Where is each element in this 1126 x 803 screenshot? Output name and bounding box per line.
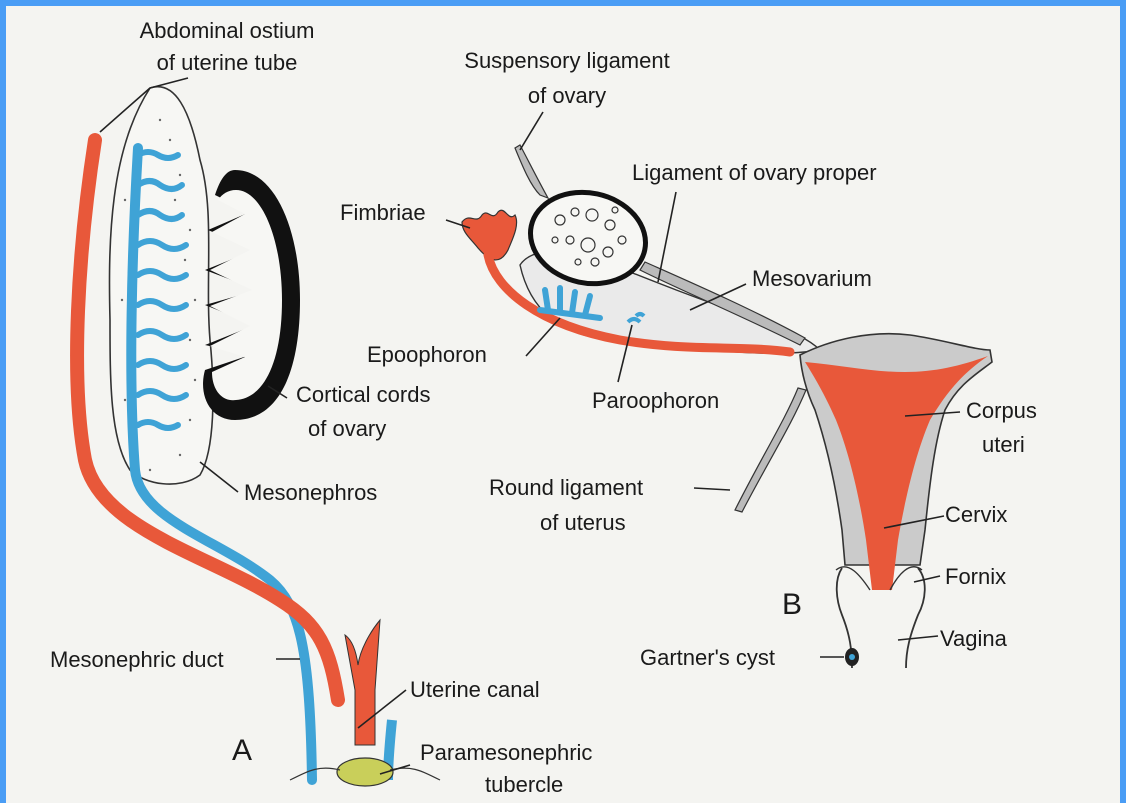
panel-a-letter: A xyxy=(232,734,252,767)
label-abdominal-ostium-2: of uterine tube xyxy=(157,50,298,75)
label-corpus-uteri-1: Corpus xyxy=(966,398,1037,423)
label-corpus-uteri-2: uteri xyxy=(982,432,1025,457)
label-round-ligament-2: of uterus xyxy=(540,510,626,535)
uterine-canal-shape xyxy=(345,620,380,745)
label-mesonephric-duct: Mesonephric duct xyxy=(50,647,224,672)
panel-a: Abdominal ostium of uterine tube Cortica… xyxy=(50,18,592,797)
label-fornix: Fornix xyxy=(945,564,1006,589)
label-fimbriae: Fimbriae xyxy=(340,200,426,225)
label-suspensory-ligament-1: Suspensory ligament xyxy=(464,48,669,73)
diagram-frame: Abdominal ostium of uterine tube Cortica… xyxy=(6,6,1120,803)
label-ligament-ovary-proper: Ligament of ovary proper xyxy=(632,160,877,185)
label-cortical-cords-1: Cortical cords xyxy=(296,382,430,407)
label-vagina: Vagina xyxy=(940,626,1008,651)
label-gartners-cyst: Gartner's cyst xyxy=(640,645,775,670)
panel-b: Suspensory ligament of ovary Ligament of… xyxy=(340,48,1037,670)
suspensory-ligament-shape xyxy=(515,145,548,198)
label-cortical-cords-2: of ovary xyxy=(308,416,386,441)
panel-b-letter: B xyxy=(782,588,802,621)
label-paroophoron: Paroophoron xyxy=(592,388,719,413)
label-suspensory-ligament-2: of ovary xyxy=(528,83,606,108)
label-uterine-canal: Uterine canal xyxy=(410,677,540,702)
round-ligament-shape xyxy=(735,388,806,512)
label-round-ligament-1: Round ligament xyxy=(489,475,643,500)
label-epoophoron: Epoophoron xyxy=(367,342,487,367)
label-paramesonephric-tubercle-2: tubercle xyxy=(485,772,563,797)
label-mesonephros: Mesonephros xyxy=(244,480,377,505)
label-mesovarium: Mesovarium xyxy=(752,266,872,291)
label-cervix: Cervix xyxy=(945,502,1007,527)
reproductive-development-diagram: Abdominal ostium of uterine tube Cortica… xyxy=(6,6,1120,803)
label-paramesonephric-tubercle-1: Paramesonephric xyxy=(420,740,592,765)
label-abdominal-ostium-1: Abdominal ostium xyxy=(140,18,315,43)
